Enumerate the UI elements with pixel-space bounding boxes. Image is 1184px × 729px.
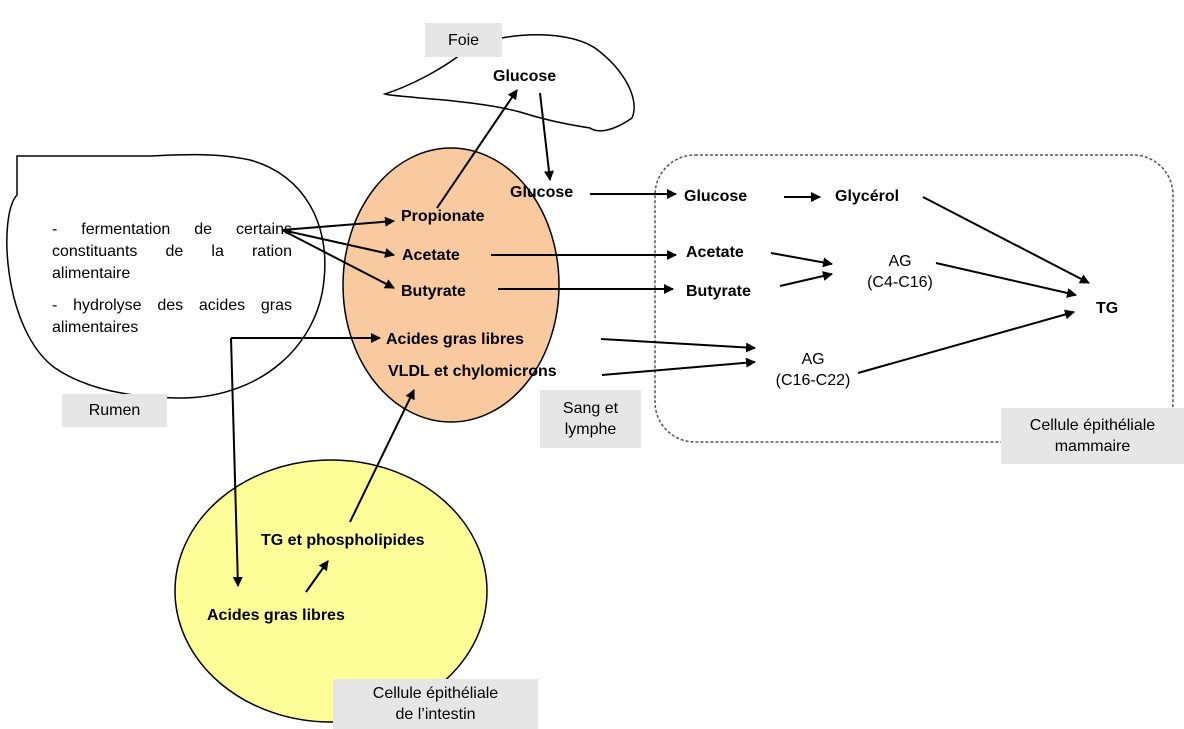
blood-butyrate: Butyrate <box>401 283 466 300</box>
arrow-rumen-intestine-agl <box>230 337 243 587</box>
liver-glucose: Glucose <box>493 68 557 85</box>
blood-glucose: Glucose <box>510 184 574 201</box>
blood-label: Sang et lymphe <box>540 390 641 448</box>
liver-label: Foie <box>425 23 502 57</box>
cell-butyrate: Butyrate <box>686 283 751 300</box>
mammary-cell-label: Cellule épithéliale mammaire <box>1001 408 1184 464</box>
glycerol: Glycérol <box>835 188 900 205</box>
rumen-item-fermentation: - fermentation de certains constituants … <box>52 221 292 282</box>
arrow-ag-long-tg <box>857 309 1075 374</box>
rumen-item-hydrolysis: - hydrolyse des acides gras alimentaires <box>52 297 292 336</box>
arrow-agl-ag-long <box>600 338 756 353</box>
intestine-free-fatty-acids: Acides gras libres <box>207 607 345 624</box>
arrow-tg-phospho-vldl <box>349 389 415 523</box>
blood-circle <box>342 147 560 423</box>
cell-glucose: Glucose <box>684 188 748 205</box>
ag-long-chain: AG (C16-C22) <box>775 351 851 389</box>
arrow-glycerol-tg <box>922 196 1090 284</box>
arrow-rumen-propionate <box>281 216 395 231</box>
arrow-propionate-liver-glucose <box>436 89 518 209</box>
arrow-rumen-butyrate <box>281 229 395 289</box>
intestine-cell-label: Cellule épithéliale de l’intestin <box>333 679 538 729</box>
tg-phospholipids: TG et phospholipides <box>261 532 425 549</box>
arrow-ag-short-tg <box>935 262 1077 298</box>
blood-free-fatty-acids: Acides gras libres <box>386 331 524 348</box>
blood-acetate: Acetate <box>402 247 460 264</box>
rumen-description: - fermentation de certains constituants … <box>52 219 292 349</box>
vldl-chylomicrons: VLDL et chylomicrons <box>388 363 557 380</box>
intestine-circle <box>174 459 488 723</box>
arrow-liver-glucose-blood-glucose <box>539 92 554 181</box>
triglycerides: TG <box>1096 300 1119 317</box>
arrow-butyrate-ag-short <box>779 271 833 287</box>
arrow-intestine-agl-tg-phospho <box>305 560 329 593</box>
arrow-acetate-ag-short <box>770 252 833 268</box>
arrow-vldl-ag-long <box>601 357 756 376</box>
cell-acetate: Acetate <box>686 244 744 261</box>
ag-short-chain: AG (C4-C16) <box>867 253 933 291</box>
arrow-rumen-acetate <box>281 229 395 258</box>
rumen-label: Rumen <box>62 394 167 427</box>
propionate: Propionate <box>401 208 485 225</box>
